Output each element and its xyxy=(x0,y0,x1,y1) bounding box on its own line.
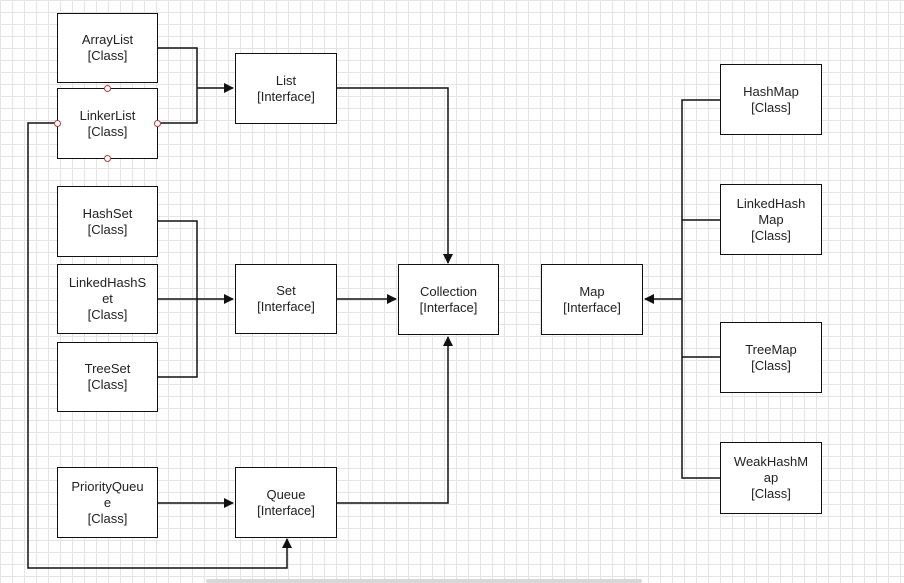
set-node[interactable]: Set[Interface] xyxy=(235,264,337,334)
map-node[interactable]: Map[Interface] xyxy=(541,264,643,335)
list-node[interactable]: List[Interface] xyxy=(235,53,337,124)
collection-type: [Interface] xyxy=(419,299,478,315)
linkerlist-name: LinkerList xyxy=(79,107,136,123)
treemap-name: TreeMap xyxy=(745,341,797,357)
hashset-type: [Class] xyxy=(87,221,128,237)
linkedhashset-name: LinkedHashS et xyxy=(68,275,147,306)
hashmap-type: [Class] xyxy=(751,99,791,115)
hashmap-name: HashMap xyxy=(743,83,799,99)
queue-type: [Interface] xyxy=(257,502,315,518)
hashset-name: HashSet xyxy=(82,205,133,221)
edge-arraylist-list xyxy=(158,47,198,124)
treeset-name: TreeSet xyxy=(84,361,131,376)
linkedhashset-node[interactable]: LinkedHashS et[Class] xyxy=(57,264,158,334)
linkedhashmap-node[interactable]: LinkedHash Map[Class] xyxy=(720,184,822,255)
set-name: Set xyxy=(276,283,296,298)
hashset-node[interactable]: HashSet[Class] xyxy=(57,186,158,257)
linkerlist-type: [Class] xyxy=(87,123,128,139)
treeset-node[interactable]: TreeSet[Class] xyxy=(57,342,158,412)
selection-handle-top[interactable] xyxy=(104,85,111,92)
map-type: [Interface] xyxy=(563,299,621,315)
weakhashmap-node[interactable]: WeakHashM ap[Class] xyxy=(720,442,822,514)
queue-node[interactable]: Queue[Interface] xyxy=(235,467,337,538)
collection-name: Collection xyxy=(419,283,478,299)
list-name: List xyxy=(275,72,297,88)
linkedhashmap-name: LinkedHash Map xyxy=(736,195,806,227)
linkerlist-node[interactable]: LinkerList[Class] xyxy=(57,88,158,159)
edge-queue-collection xyxy=(337,336,453,504)
collection-node[interactable]: Collection[Interface] xyxy=(398,264,499,335)
selection-handle-right[interactable] xyxy=(154,120,161,127)
treeset-type: [Class] xyxy=(87,377,128,392)
linkedhashset-type: [Class] xyxy=(87,307,128,322)
treemap-node[interactable]: TreeMap[Class] xyxy=(720,322,822,393)
weakhashmap-type: [Class] xyxy=(751,486,791,501)
map-name: Map xyxy=(579,283,605,299)
priorityqueue-type: [Class] xyxy=(87,510,128,526)
arraylist-node[interactable]: ArrayList[Class] xyxy=(57,13,158,83)
selection-handle-bottom[interactable] xyxy=(104,155,111,162)
arraylist-name: ArrayList xyxy=(81,32,134,47)
weakhashmap-name: WeakHashM ap xyxy=(733,454,809,485)
horizontal-scrollbar[interactable] xyxy=(206,579,642,583)
selection-handle-left[interactable] xyxy=(54,120,61,127)
priorityqueue-node[interactable]: PriorityQueu e[Class] xyxy=(57,467,158,538)
list-type: [Interface] xyxy=(257,88,315,104)
edge-maps-bracket xyxy=(681,99,720,479)
queue-name: Queue xyxy=(266,486,306,502)
hashmap-node[interactable]: HashMap[Class] xyxy=(720,64,822,135)
linkedhashmap-type: [Class] xyxy=(751,227,791,243)
arraylist-type: [Class] xyxy=(87,48,128,63)
edge-linkerlist-queue xyxy=(27,122,292,569)
edge-list-collection xyxy=(337,87,453,264)
set-type: [Interface] xyxy=(257,299,315,314)
priorityqueue-name: PriorityQueu e xyxy=(71,478,144,510)
treemap-type: [Class] xyxy=(751,357,791,373)
